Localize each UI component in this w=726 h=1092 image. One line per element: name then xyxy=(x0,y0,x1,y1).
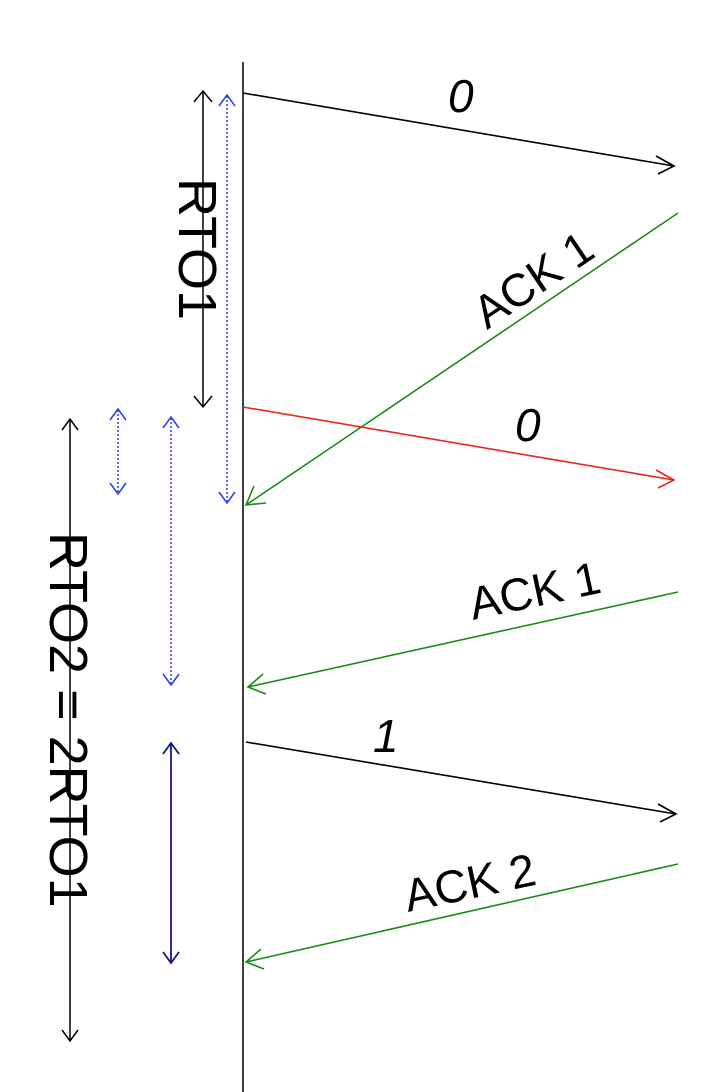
rto2-span-arrow xyxy=(61,417,79,1043)
send-1-arrow xyxy=(245,741,678,823)
label-rto2: RTO2 = 2RTO1 xyxy=(38,532,98,908)
lost-send-0-arrow xyxy=(242,406,676,489)
label-lost-0: 0 xyxy=(515,399,541,451)
rto1-span-arrow xyxy=(193,89,213,409)
rtt2-dotted-arrow xyxy=(162,415,180,687)
ack-1a-arrow xyxy=(244,212,679,506)
send-0-arrow xyxy=(242,92,676,175)
ack-2-arrow xyxy=(244,863,679,970)
label-rto1: RTO1 xyxy=(167,178,227,320)
label-ack-1a: ACK 1 xyxy=(464,221,603,338)
short-gap-dotted-arrow xyxy=(109,407,127,496)
rtt3-solid-arrow xyxy=(162,741,180,965)
ack-1b-arrow xyxy=(246,591,679,695)
label-ack-2: ACK 2 xyxy=(399,843,540,922)
label-send-0: 0 xyxy=(448,70,474,122)
rtt1-dotted-arrow xyxy=(218,93,236,505)
label-send-1: 1 xyxy=(373,710,399,762)
label-ack-1b: ACK 1 xyxy=(464,551,605,630)
